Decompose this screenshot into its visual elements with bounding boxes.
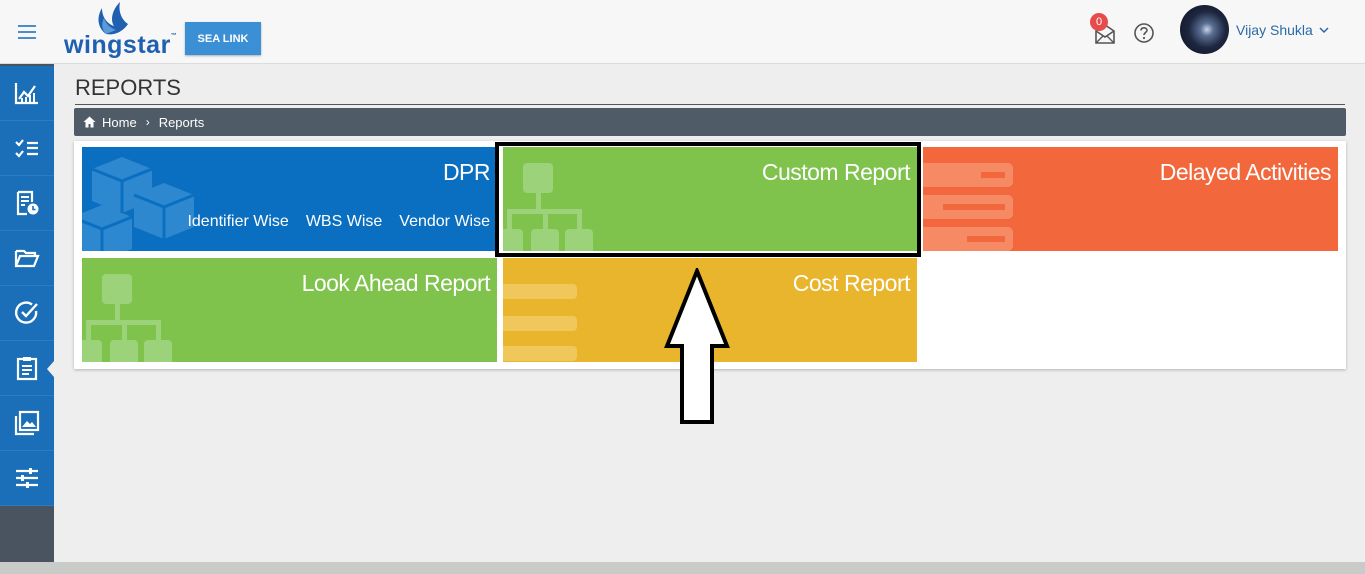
chevron-down-icon[interactable]: [1318, 24, 1330, 36]
tile-delayed-activities[interactable]: Delayed Activities: [923, 147, 1338, 251]
server-stack-icon: [923, 163, 1013, 251]
analytics-chart-icon: [14, 83, 38, 105]
menu-toggle-icon[interactable]: [0, 0, 54, 64]
tile-look-ahead-report[interactable]: Look Ahead Report: [82, 258, 497, 362]
wing-logo-icon: [98, 2, 128, 35]
list-lines-icon: [503, 284, 577, 361]
sitemap-icon: [82, 274, 172, 362]
annotation-up-arrow-icon: [664, 268, 730, 424]
dpr-sub-links: Identifier Wise WBS Wise Vendor Wise: [170, 213, 490, 231]
notification-badge: 0: [1090, 13, 1108, 31]
top-bar: wingstar™ SEA LINK 0 Vijay Shukla: [0, 0, 1365, 64]
folder-open-icon: [14, 249, 40, 268]
sidebar: [0, 64, 54, 562]
tile-delayed-activities-title: Delayed Activities: [1159, 159, 1332, 185]
user-name[interactable]: Vijay Shukla: [1236, 22, 1313, 38]
tile-dpr-title: DPR: [442, 159, 491, 185]
dpr-identifier-wise-link[interactable]: Identifier Wise: [187, 213, 289, 230]
dpr-vendor-wise-link[interactable]: Vendor Wise: [399, 213, 490, 230]
footer-strip: [0, 562, 1365, 574]
tile-dpr[interactable]: DPR Identifier Wise WBS Wise Vendor Wise: [82, 147, 497, 251]
sidebar-item-gallery[interactable]: [0, 396, 54, 451]
tile-cost-report-title: Cost Report: [792, 270, 911, 296]
breadcrumb-current: Reports: [158, 114, 205, 130]
report-clock-icon: [16, 190, 39, 216]
clipboard-icon: [16, 357, 38, 381]
project-selector-button[interactable]: SEA LINK: [185, 22, 261, 55]
sidebar-item-approvals[interactable]: [0, 286, 54, 341]
cubes-icon: [82, 157, 195, 251]
tile-custom-report-title: Custom Report: [761, 159, 911, 185]
home-icon: [83, 116, 96, 128]
sidebar-item-settings[interactable]: [0, 451, 54, 506]
check-circle-icon: [14, 301, 38, 324]
sidebar-item-tasks[interactable]: [0, 121, 54, 176]
sidebar-item-reports[interactable]: [0, 341, 54, 396]
gallery-icon: [14, 410, 40, 436]
page-title: REPORTS: [75, 75, 181, 100]
tile-custom-report[interactable]: Custom Report: [503, 147, 917, 251]
sliders-icon: [16, 468, 38, 488]
sidebar-item-documents[interactable]: [0, 231, 54, 286]
sidebar-item-dashboard[interactable]: [0, 66, 54, 121]
task-checklist-icon: [15, 139, 38, 158]
dpr-wbs-wise-link[interactable]: WBS Wise: [305, 213, 383, 230]
user-avatar[interactable]: [1180, 5, 1229, 54]
tile-look-ahead-report-title: Look Ahead Report: [301, 270, 491, 296]
help-icon[interactable]: [1133, 22, 1155, 44]
sidebar-item-daily-report[interactable]: [0, 176, 54, 231]
annotation-highlight-box: [495, 142, 921, 257]
title-divider: [75, 104, 1345, 105]
wingstar-logo[interactable]: wingstar™: [62, 0, 177, 64]
sitemap-icon: [503, 163, 593, 251]
logo-text: wingstar™: [64, 31, 178, 59]
breadcrumb-separator-icon: ›: [145, 115, 150, 129]
breadcrumb-home[interactable]: Home: [102, 114, 137, 130]
breadcrumb: Home › Reports: [74, 108, 1346, 136]
